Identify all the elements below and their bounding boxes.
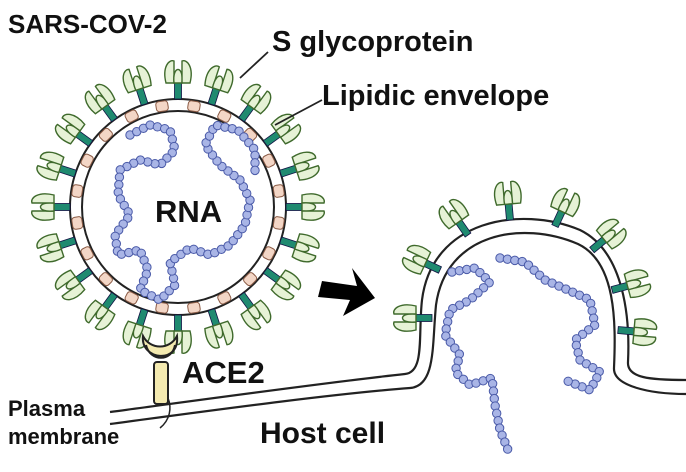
spike-protein	[285, 193, 325, 221]
spike-protein	[617, 318, 658, 347]
lipidic-envelope-label: Lipidic envelope	[322, 80, 549, 112]
spike-protein	[84, 83, 118, 123]
plasma-membrane-inner	[109, 232, 686, 426]
spike-protein	[279, 233, 320, 263]
ace2-label: ACE2	[182, 355, 265, 390]
spike-protein	[31, 193, 71, 221]
envelope-bead	[155, 100, 169, 113]
envelope-bead	[262, 153, 276, 168]
s-glycoprotein-label: S glycoprotein	[272, 26, 473, 58]
spike-protein	[54, 113, 94, 147]
plasma-membrane-pointer	[159, 397, 171, 429]
envelope-bead	[243, 272, 258, 287]
envelope-bead	[217, 109, 232, 123]
envelope-bead	[272, 184, 285, 198]
title-label: SARS-COV-2	[8, 9, 167, 39]
envelope-bead	[80, 153, 94, 168]
direction-arrow	[318, 268, 375, 316]
spike-protein	[262, 113, 302, 147]
envelope-bead	[155, 301, 169, 314]
spike-protein	[438, 198, 472, 238]
ace2-receptor	[141, 332, 179, 405]
spike-protein	[238, 291, 272, 331]
envelope-bead	[124, 109, 139, 123]
spike-protein	[610, 269, 652, 299]
envelope-bead	[80, 246, 94, 261]
envelope-bead	[217, 291, 232, 305]
envelope-bead	[98, 127, 113, 142]
envelope-bead	[272, 216, 285, 230]
rna-bead	[250, 165, 260, 176]
virus-rna-strand	[110, 120, 260, 304]
envelope-bead	[187, 100, 201, 113]
spike-protein	[164, 60, 192, 100]
spike-protein	[36, 151, 77, 181]
spike-protein	[279, 151, 320, 181]
rna-bead	[502, 444, 513, 454]
spike-protein	[238, 83, 272, 123]
host-spike-proteins	[393, 180, 658, 347]
spike-protein	[204, 65, 234, 106]
envelope-bead	[71, 216, 84, 230]
rna-bead	[563, 376, 573, 386]
spike-protein	[393, 304, 433, 332]
spike-protein	[550, 187, 581, 229]
virus-spike-proteins	[31, 60, 325, 354]
s-glycoprotein-pointer	[239, 51, 269, 79]
host-rna-strand	[441, 253, 604, 454]
spike-protein	[54, 267, 94, 301]
plasma-label: Plasma	[8, 396, 86, 421]
host-cell-label: Host cell	[260, 417, 385, 450]
spike-protein	[122, 65, 152, 106]
spike-protein	[401, 244, 443, 275]
spike-protein	[36, 233, 77, 263]
spike-protein	[204, 308, 234, 349]
envelope-bead	[262, 246, 276, 261]
envelope-bead	[98, 272, 113, 287]
rna-label: RNA	[155, 194, 222, 229]
lipidic-envelope-pointer	[274, 99, 323, 126]
spike-protein	[589, 218, 627, 254]
plasma-membrane	[109, 217, 686, 414]
membrane-label: membrane	[8, 424, 119, 449]
envelope-bead	[71, 184, 84, 198]
spike-protein	[84, 291, 118, 331]
spike-protein	[493, 180, 522, 221]
spike-protein	[262, 267, 302, 301]
envelope-bead	[187, 301, 201, 314]
envelope-bead	[124, 291, 139, 305]
